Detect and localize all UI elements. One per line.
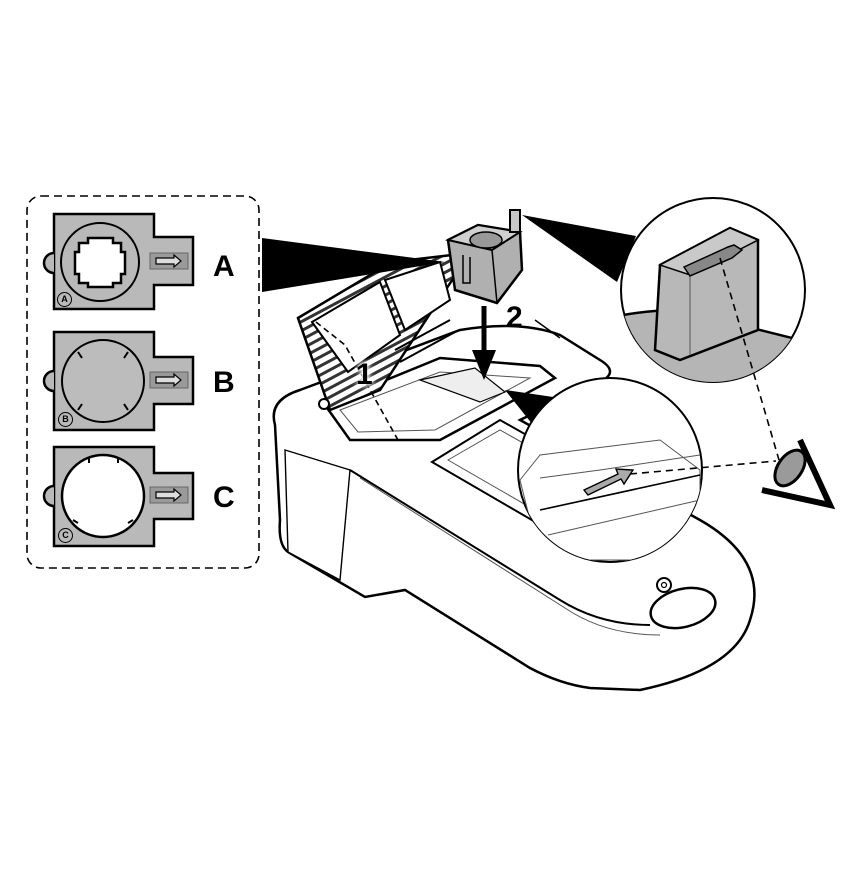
adapter-tag-c: C (58, 528, 73, 543)
callout-wedge-top-detail (522, 215, 636, 282)
compartment-detail-callout (517, 377, 703, 563)
adapter-top-detail-callout (620, 197, 806, 383)
adapter-label-c: C (213, 481, 235, 514)
adapter-label-b: B (213, 366, 235, 399)
eye-icon (761, 438, 836, 510)
step-number-1: 1 (356, 358, 373, 391)
adapter-c-icon (42, 445, 195, 548)
step-number-2: 2 (506, 301, 523, 334)
compartment-lid-open (296, 253, 462, 412)
lid-swing-dashed-line (315, 321, 399, 441)
adapter-a-icon (42, 212, 195, 311)
sight-line-bottom (629, 460, 777, 475)
adapter-b-icon (42, 330, 195, 432)
callout-wedge-compartment-detail (505, 390, 560, 430)
cell-adapter (445, 209, 524, 305)
adapter-tag-a: A (57, 292, 72, 307)
insert-direction-arrow (472, 306, 496, 380)
adapter-legend-box (26, 195, 260, 569)
callout-wedge-legend (262, 238, 445, 292)
adapter-label-a: A (213, 250, 235, 283)
adapter-tag-b: B (58, 412, 73, 427)
step-2-leader-line (534, 319, 561, 339)
